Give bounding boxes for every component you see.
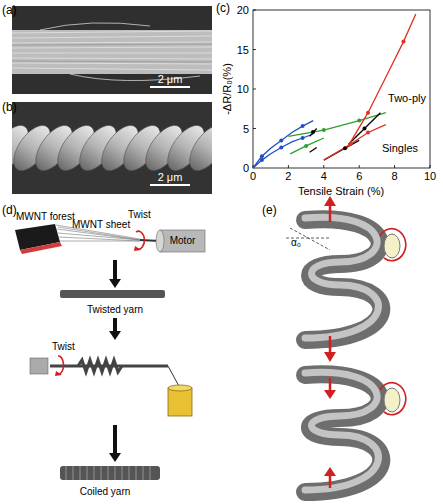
process-stage: Coiled yarn: [55, 462, 175, 500]
process-stage: MWNT forestMWNT sheetTwistMotor: [10, 210, 210, 260]
tick-label: 10: [424, 171, 436, 182]
tick-label: 10: [237, 84, 249, 95]
panel-label: 2 μm: [158, 74, 183, 85]
tick-label: 5: [243, 123, 249, 134]
panel-label: Two-ply: [388, 93, 426, 104]
stage-label: Coiled yarn: [80, 487, 131, 497]
motor-box: Motor: [160, 230, 205, 252]
flow-arrow: [109, 260, 121, 288]
stage-label: MWNT sheet: [72, 220, 130, 230]
tick-label: 0: [250, 171, 256, 182]
axis-title: -ΔR/R₀(%): [222, 63, 233, 115]
coil-illustration: [286, 196, 406, 492]
tick-label: 4: [321, 171, 327, 182]
tick-label: 20: [237, 5, 249, 16]
tick-label: 2: [285, 171, 291, 182]
spinning-setup: [15, 224, 205, 480]
panel-label: (c): [216, 2, 230, 14]
stage-label: Twisted yarn: [87, 305, 143, 315]
panel-label: (d): [2, 204, 17, 216]
stage-label: Twist: [52, 342, 75, 352]
sem-image: [12, 102, 212, 194]
panel-label: (e): [262, 204, 277, 216]
axis-title: Tensile Strain (%): [298, 186, 384, 197]
tick-label: 0: [243, 163, 249, 174]
process-stage: Twisted yarn: [55, 288, 175, 318]
panel-label: (a): [2, 4, 17, 16]
stage-label: Motor: [170, 236, 196, 246]
tick-label: 6: [356, 171, 362, 182]
panel-label: α₀: [291, 238, 301, 248]
stage-label: MWNT forest: [16, 212, 75, 222]
stage-label: Twist: [128, 210, 151, 220]
flow-arrow: [109, 425, 121, 462]
panel-label: (b): [2, 101, 17, 113]
panel-label: 2 μm: [158, 172, 183, 183]
process-stage: Twist: [30, 340, 215, 425]
sem-image: [12, 6, 212, 94]
tick-label: 15: [237, 44, 249, 55]
panel-label: Singles: [382, 143, 418, 154]
flow-arrow: [109, 318, 121, 340]
tick-label: 8: [392, 171, 398, 182]
chart-axes: [253, 10, 430, 168]
